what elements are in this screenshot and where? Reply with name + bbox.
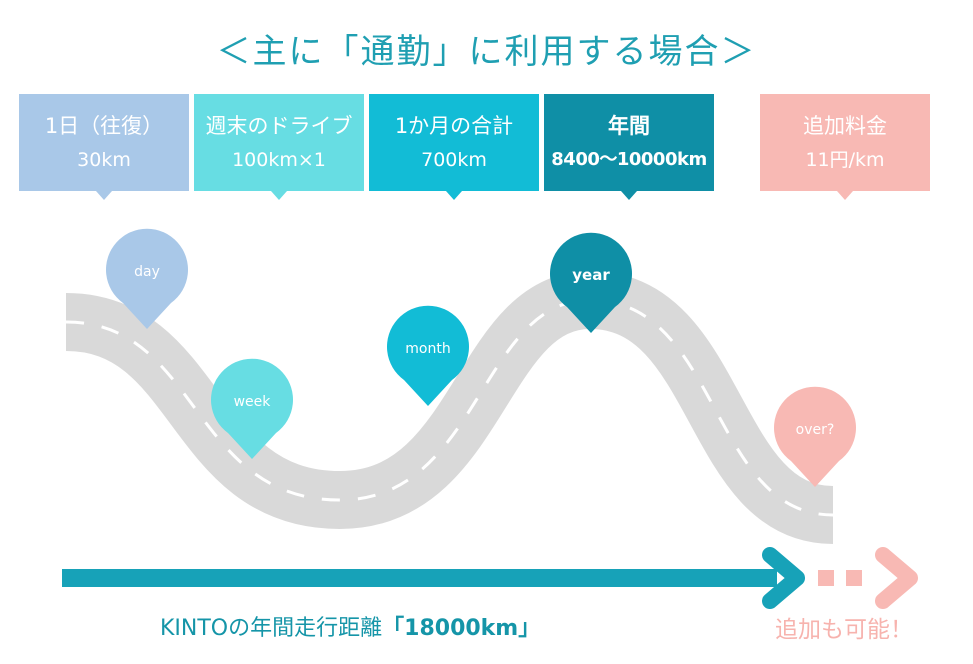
- box-month: 1か月の合計 700km: [369, 94, 539, 200]
- pin-week-marker: [211, 358, 293, 459]
- arrow-head: [762, 547, 805, 609]
- box-day-label: 1日（往復）: [44, 113, 164, 138]
- box-day: 1日（往復） 30km: [19, 94, 189, 200]
- box-week-label: 週末のドライブ: [205, 113, 353, 138]
- pin-over: over?: [774, 386, 856, 487]
- pin-month-label: month: [405, 341, 450, 357]
- extra-arrow-dash: [846, 570, 862, 586]
- pin-week-label: week: [234, 394, 272, 410]
- page-title: ＜主に「通勤」に利用する場合＞: [216, 32, 757, 72]
- pin-week: week: [211, 358, 293, 459]
- annual-distance-prefix: KINTOの年間走行距離: [160, 616, 383, 641]
- box-week: 週末のドライブ 100km×1: [194, 94, 364, 200]
- pin-day-marker: [106, 228, 188, 329]
- pin-year-marker: [550, 232, 632, 333]
- box-extra-fee-label: 追加料金: [803, 113, 887, 138]
- box-year-value: 8400〜10000km: [551, 148, 707, 170]
- pin-over-marker: [774, 386, 856, 487]
- extra-arrow-dash: [818, 570, 834, 586]
- extra-arrow-head: [875, 547, 918, 609]
- pin-month: month: [387, 305, 469, 406]
- box-year: 年間 8400〜10000km: [544, 94, 714, 200]
- pin-year-label: year: [572, 266, 610, 284]
- box-day-value: 30km: [77, 148, 131, 171]
- road-center-line: [65, 298, 834, 517]
- annual-distance-value: 「18000km」: [382, 616, 541, 641]
- box-year-label: 年間: [608, 113, 650, 138]
- box-month-value: 700km: [421, 148, 487, 171]
- annual-distance-caption: KINTOの年間走行距離「18000km」: [160, 610, 540, 642]
- box-month-label: 1か月の合計: [394, 113, 514, 138]
- box-week-value: 100km×1: [232, 148, 326, 171]
- extra-possible-caption: 追加も可能！: [775, 617, 913, 643]
- pin-over-label: over?: [796, 422, 835, 438]
- box-extra-fee: 追加料金 11円/km: [760, 94, 930, 200]
- extra-arrow: [818, 547, 918, 609]
- pin-day: day: [106, 228, 188, 329]
- box-extra-fee-value: 11円/km: [805, 148, 885, 171]
- pin-month-marker: [387, 305, 469, 406]
- arrow-shaft: [62, 569, 777, 587]
- pin-day-label: day: [134, 264, 160, 280]
- distance-arrow: [62, 547, 805, 609]
- pin-year: year: [550, 232, 632, 333]
